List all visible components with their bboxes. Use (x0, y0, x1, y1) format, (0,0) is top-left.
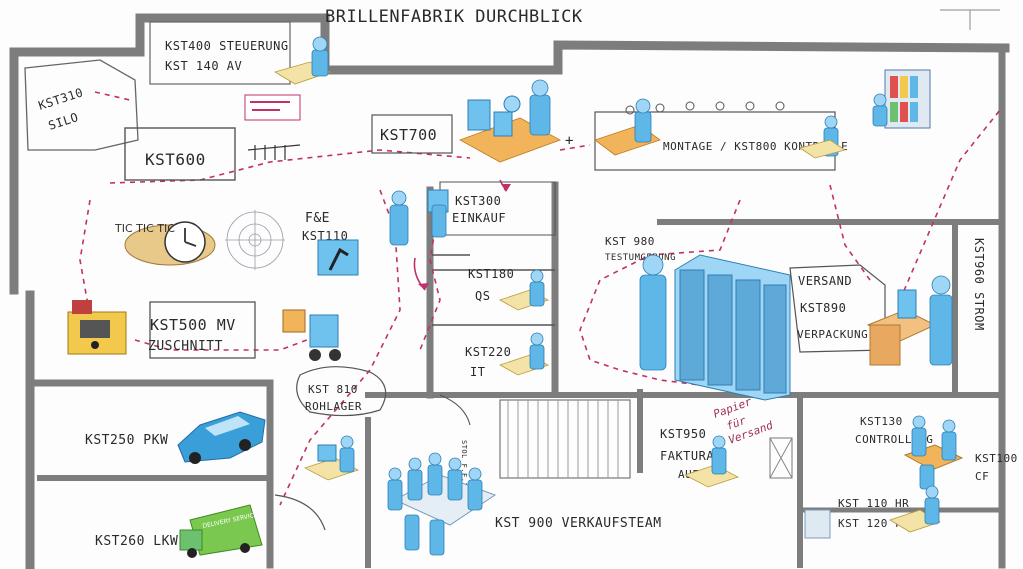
door-swing (274, 494, 326, 531)
label-kst300: KST300 (455, 194, 501, 208)
label-qs: QS (475, 289, 490, 303)
silo-outline (24, 59, 139, 151)
qs-desk-icon (499, 269, 549, 311)
schedule-chart-icon (244, 94, 301, 121)
rohlager-outline (296, 366, 387, 417)
control-room-box (149, 21, 291, 85)
packing-station-icon (866, 275, 953, 366)
controlling-meeting-icon (903, 415, 964, 490)
label-kst130: KST130 (860, 415, 903, 428)
label-testumgebung: TESTUMGEBUNG (605, 253, 676, 263)
door-swing-2 (439, 394, 471, 426)
billing-desk-icon (683, 435, 740, 488)
label-rohlager: ROHLAGER (305, 400, 362, 413)
label-stairs: STOL F.F.ZONE (460, 440, 468, 501)
worker-steuerung-icon (274, 36, 332, 85)
label-fe: F&E (305, 211, 330, 226)
car-icon (177, 411, 266, 464)
delivery-truck-icon: DELIVERY SERVICE (179, 504, 263, 558)
research-sketch-icon (225, 210, 285, 270)
kst500-box (149, 301, 256, 359)
sales-team-meeting-icon (387, 452, 497, 556)
glasses-row-icon (625, 101, 785, 115)
forklift-icon (282, 309, 341, 361)
label-kst180: KST180 (468, 267, 514, 281)
label-kst950: KST950 (660, 427, 706, 441)
einkauf-box (439, 181, 556, 236)
rohlager-desk-icon (303, 435, 360, 481)
walls (9, 13, 1010, 569)
label-kst100: KST100 (975, 452, 1018, 465)
label-kst400: KST400 STEUERUNG (165, 39, 289, 53)
label-it: IT (470, 365, 485, 379)
clock-icon: TIC TIC TIC (114, 221, 216, 266)
label-kst220: KST220 (465, 345, 511, 359)
material-flow-path (79, 91, 1001, 506)
lathe-machine-icon (67, 300, 127, 355)
kst700-box (371, 114, 453, 154)
corner-marker (940, 9, 1000, 30)
label-faktura: FAKTURA (660, 449, 714, 463)
label-kst980: KST 980 (605, 235, 655, 248)
label-kst140: KST 140 AV (165, 59, 242, 73)
bookshelf-icon (872, 69, 931, 129)
label-kst260: KST260 LKW (95, 534, 178, 549)
plus-sign: + (565, 133, 574, 149)
factory-title: BRILLENFABRIK DURCHBLICK (325, 7, 583, 27)
down-arrow-head (501, 184, 511, 192)
label-versand: VERSAND (798, 274, 852, 288)
label-kst810: KST 810 (308, 383, 358, 396)
return-arrow-head (418, 283, 429, 290)
staircase (499, 399, 793, 479)
label-zuschnitt: ZUSCHNITT (148, 339, 223, 354)
label-kst960: KST960 STROM (972, 238, 986, 331)
label-silo: SILO (47, 110, 81, 133)
versand-outline (789, 264, 886, 353)
it-desk-icon (499, 332, 549, 376)
microscope-icon (317, 239, 359, 276)
office-dividers (432, 254, 555, 326)
hr-desk-icon (804, 485, 941, 539)
production-line-icon (459, 79, 561, 163)
label-kst600: KST600 (145, 150, 206, 169)
label-kst310: KST310 (37, 85, 85, 113)
assembly-line-icon (594, 98, 846, 159)
label-cf: CF (975, 470, 989, 483)
rack-sketch (247, 144, 301, 160)
kst600-box (124, 127, 236, 181)
label-kst110hr: KST 110 HR (838, 497, 909, 510)
server-rack-icon (639, 254, 791, 401)
label-kst700: KST700 (380, 126, 437, 144)
label-verpackung: VERPACKUNG (797, 328, 868, 341)
purchasing-worker-icon (389, 189, 449, 246)
label-kst890: KST890 (800, 301, 846, 315)
label-kst500: KST500 MV (150, 316, 236, 334)
schedule-bars (250, 101, 290, 111)
label-kst900: KST 900 VERKAUFSTEAM (495, 516, 662, 531)
label-montage: MONTAGE / KST800 KONTROLLE (663, 140, 848, 153)
label-einkauf: EINKAUF (452, 211, 506, 225)
clock-text: TIC TIC TIC (114, 222, 175, 235)
label-kst250: KST250 PKW (85, 433, 168, 448)
